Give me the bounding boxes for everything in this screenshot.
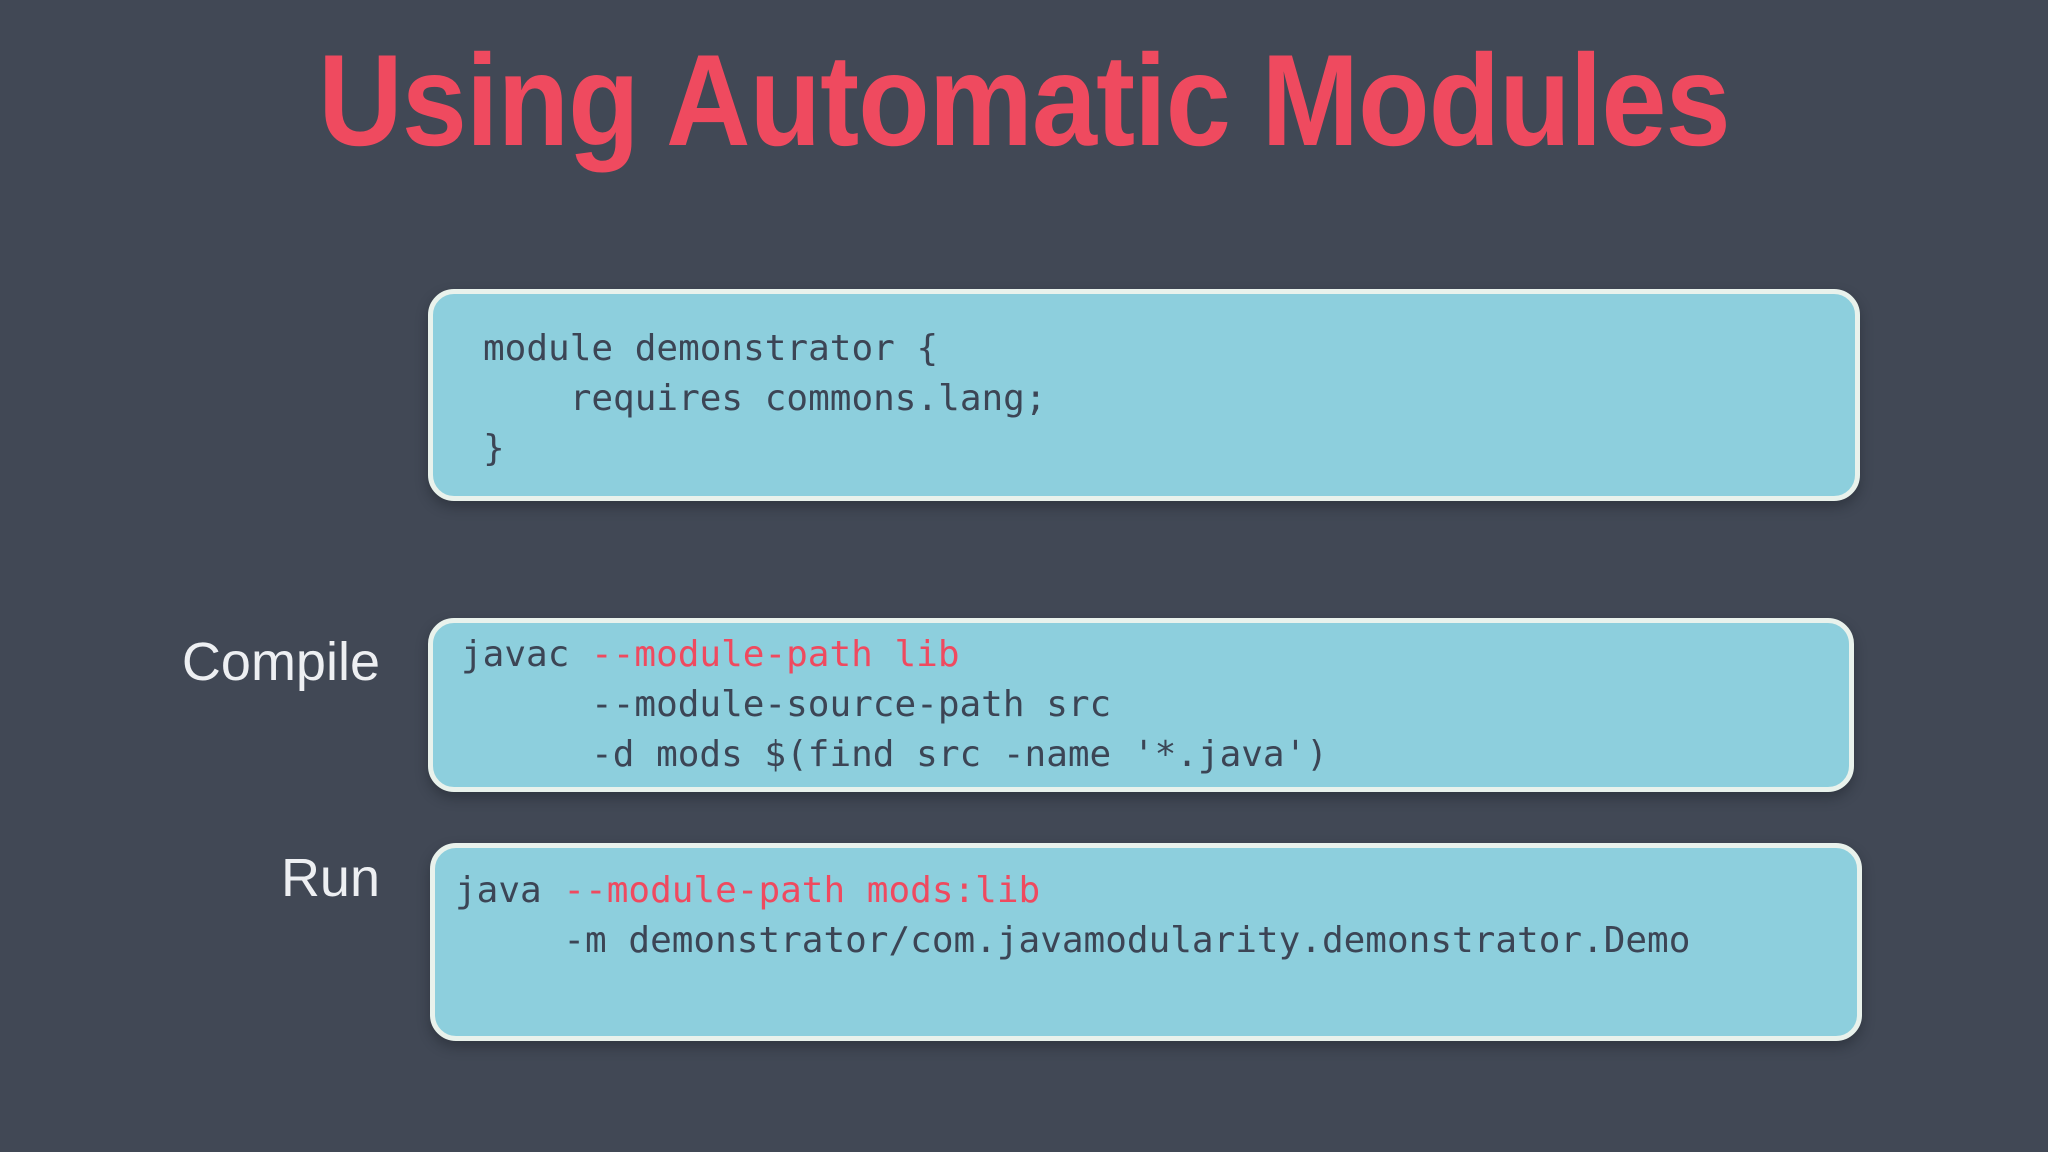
code-line: java --module-path mods:lib: [455, 866, 1837, 916]
code-text: }: [483, 428, 505, 469]
run-label: Run: [280, 848, 380, 908]
code-line: -d mods $(find src -name '*.java'): [461, 730, 1829, 780]
code-line: --module-source-path src: [461, 680, 1829, 730]
code-highlight-text: --module-path mods:lib: [563, 870, 1041, 911]
code-line: module demonstrator {: [483, 324, 1835, 374]
code-line: }: [483, 424, 1835, 474]
code-line: -m demonstrator/com.javamodularity.demon…: [455, 916, 1837, 966]
code-text: --module-source-path src: [461, 684, 1112, 725]
slide-title: Using Automatic Modules: [318, 27, 1730, 173]
code-text: javac: [461, 634, 592, 675]
code-text: module demonstrator {: [483, 328, 939, 369]
code-text: java: [455, 870, 564, 911]
code-highlight-text: --module-path lib: [591, 634, 960, 675]
compile-label: Compile: [181, 632, 380, 692]
code-line: requires commons.lang;: [483, 374, 1835, 424]
compile-command-code-block: javac --module-path lib --module-source-…: [428, 618, 1854, 792]
code-text: -d mods $(find src -name '*.java'): [461, 734, 1328, 775]
code-line: javac --module-path lib: [461, 630, 1829, 680]
run-command-code-block: java --module-path mods:lib -m demonstra…: [430, 843, 1862, 1041]
code-text: requires commons.lang;: [483, 378, 1047, 419]
module-declaration-code-block: module demonstrator { requires commons.l…: [428, 289, 1860, 501]
code-text: -m demonstrator/com.javamodularity.demon…: [455, 920, 1691, 961]
